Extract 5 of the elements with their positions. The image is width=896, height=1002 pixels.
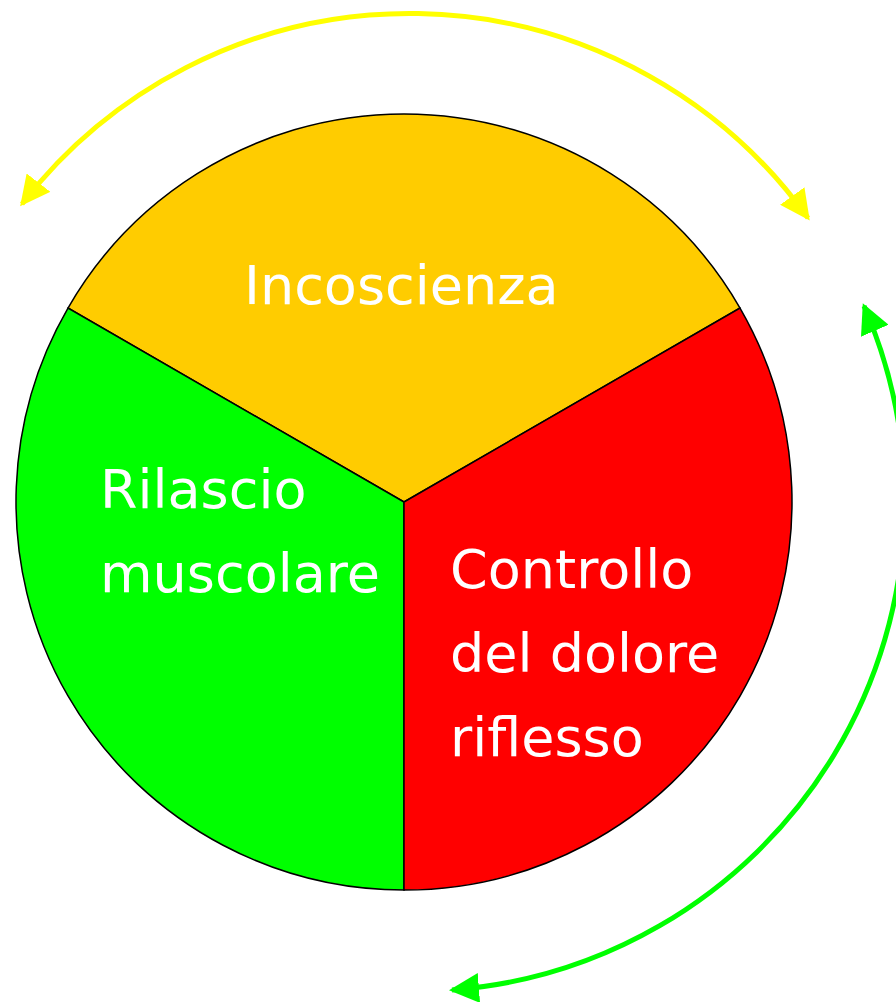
sector-label: Rilascio muscolare (100, 457, 382, 607)
sector-label: Incoscienza (244, 253, 559, 319)
pie-sector (14, 306, 406, 892)
sector-label: Controllo del dolore riflesso (450, 537, 721, 771)
pie-sector (402, 306, 794, 892)
